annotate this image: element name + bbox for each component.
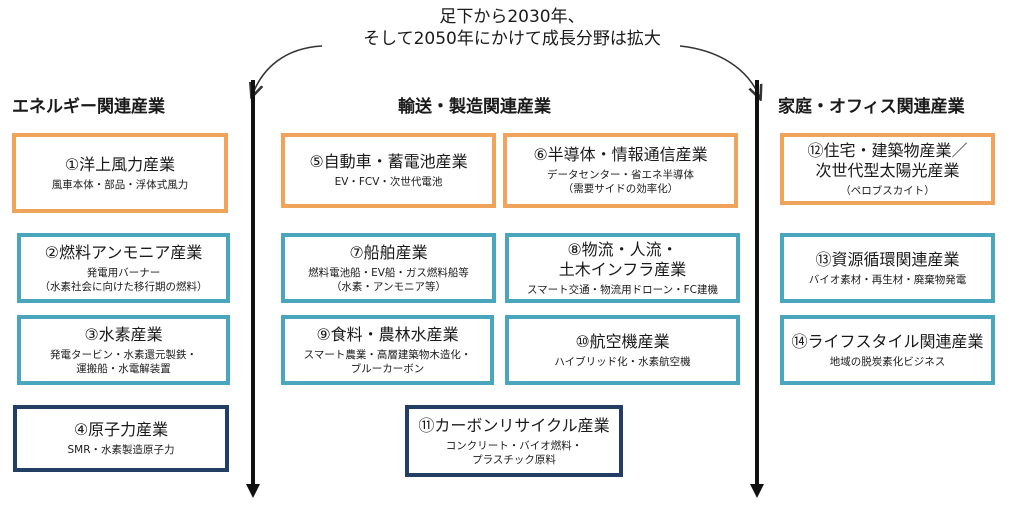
left-divider-arrowhead (246, 484, 260, 498)
left-expansion-arrow (252, 45, 323, 96)
header-line-1: 足下から2030年、 (439, 7, 585, 27)
industry-title: ⑭ライフスタイル関連産業 (791, 331, 984, 351)
industry-box-nuclear: ④原子力産業 SMR・水素製造原子力 (13, 405, 229, 472)
left-divider-line (251, 80, 255, 488)
industry-box-auto-battery: ⑤自動車・蓄電池産業 EV・FCV・次世代電池 (281, 133, 496, 208)
industry-box-shipping: ⑦船舶産業 燃料電池船・EV船・ガス燃料船等 （水素・アンモニア等） (281, 233, 496, 303)
industry-title: ④原子力産業 (73, 420, 169, 439)
industry-title: ⑪カーボンリサイクル産業 (418, 415, 610, 435)
industry-subtitle: バイオ素材・再生材・廃棄物発電 (808, 273, 967, 286)
industry-title: ⑦船舶産業 (349, 242, 428, 262)
industry-subtitle: 発電用バーナー （水素社会に向けた移行期の燃料） (39, 266, 208, 293)
industry-title: ⑩航空機産業 (575, 331, 670, 351)
industry-subtitle: EV・FCV・次世代電池 (334, 176, 443, 188)
right-expansion-arrow (679, 45, 760, 98)
industry-box-housing-solar: ⑫住宅・建築物産業／ 次世代型太陽光産業 （ペロブスカイト） (780, 133, 995, 205)
industry-title: ⑨食料・農林水産業 (316, 324, 459, 344)
industry-title: ②燃料アンモニア産業 (44, 242, 203, 262)
category-home: 家庭・オフィス関連産業 (778, 97, 965, 117)
industry-subtitle: 燃料電池船・EV船・ガス燃料船等 （水素・アンモニア等） (308, 266, 469, 293)
category-transport: 輸送・製造関連産業 (398, 97, 551, 117)
category-energy: エネルギー関連産業 (12, 97, 165, 117)
industry-box-resource-circulation: ⑬資源循環関連産業 バイオ素材・再生材・廃棄物発電 (780, 233, 995, 303)
industry-subtitle: スマート交通・物流用ドローン・FC建機 (526, 283, 719, 296)
industry-box-semiconductor: ⑥半導体・情報通信産業 データセンター・省エネ半導体 （需要サイドの効率化） (503, 133, 738, 208)
industry-box-carbon-recycling: ⑪カーボンリサイクル産業 コンクリート・バイオ燃料・ プラスチック原料 (405, 405, 623, 477)
industry-subtitle: データセンター・省エネ半導体 （需要サイドの効率化） (547, 169, 694, 195)
industry-box-aircraft: ⑩航空機産業 ハイブリッド化・水素航空機 (505, 315, 740, 385)
right-divider-line (755, 80, 759, 488)
header-line-2: そして2050年にかけて成長分野は拡大 (363, 29, 661, 49)
industry-box-hydrogen: ③水素産業 発電タービン・水素還元製鉄・ 運搬船・水電解装置 (17, 315, 230, 385)
industry-subtitle: スマート農業・高層建築物木造化・ ブルーカーボン (303, 348, 472, 375)
industry-title: ①洋上風力産業 (64, 154, 176, 174)
industry-box-food-agriculture: ⑨食料・農林水産業 スマート農業・高層建築物木造化・ ブルーカーボン (281, 315, 494, 385)
industry-subtitle: 地域の脱炭素化ビジネス (829, 355, 946, 368)
industry-title: ⑬資源循環関連産業 (815, 249, 960, 269)
industry-box-fuel-ammonia: ②燃料アンモニア産業 発電用バーナー （水素社会に向けた移行期の燃料） (17, 233, 230, 303)
right-divider-arrowhead (750, 484, 764, 498)
industry-title: ⑫住宅・建築物産業／ 次世代型太陽光産業 (807, 140, 968, 180)
industry-title: ③水素産業 (84, 324, 163, 344)
industry-title: ⑧物流・人流・ 土木インフラ産業 (558, 239, 687, 279)
industry-subtitle: 風車本体・部品・浮体式風力 (51, 178, 189, 191)
industry-subtitle: ハイブリッド化・水素航空機 (554, 355, 691, 368)
industry-subtitle: 発電タービン・水素還元製鉄・ 運搬船・水電解装置 (50, 348, 197, 375)
industry-box-lifestyle: ⑭ライフスタイル関連産業 地域の脱炭素化ビジネス (780, 315, 995, 385)
industry-subtitle: （ペロブスカイト） (840, 184, 935, 197)
industry-subtitle: SMR・水素製造原子力 (67, 444, 175, 456)
industry-title: ⑤自動車・蓄電池産業 (309, 152, 468, 171)
industry-title: ⑥半導体・情報通信産業 (533, 145, 708, 164)
industry-box-offshore-wind: ①洋上風力産業 風車本体・部品・浮体式風力 (12, 133, 228, 213)
industry-subtitle: コンクリート・バイオ燃料・ プラスチック原料 (445, 439, 583, 466)
growth-header: 足下から2030年、 そして2050年にかけて成長分野は拡大 (262, 6, 762, 50)
industry-box-logistics: ⑧物流・人流・ 土木インフラ産業 スマート交通・物流用ドローン・FC建機 (505, 233, 740, 303)
